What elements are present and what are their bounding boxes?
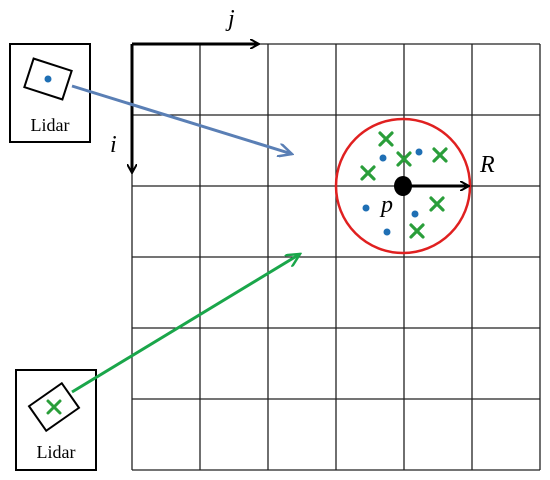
green-cross — [396, 151, 412, 167]
blue-projection-arrow — [71, 84, 292, 154]
blue-point — [379, 154, 387, 162]
blue-point — [362, 204, 370, 212]
green-crosses — [360, 131, 448, 239]
blue-points — [362, 148, 423, 236]
lidar-bottom-label: Lidar — [37, 442, 76, 462]
green-cross — [432, 147, 448, 163]
green-projection-arrow — [71, 254, 300, 394]
blue-point — [411, 210, 419, 218]
blue-point — [415, 148, 423, 156]
i-axis-label: i — [110, 132, 117, 158]
green-cross — [409, 223, 425, 239]
radius-r-label: R — [479, 152, 495, 178]
green-cross — [360, 165, 376, 181]
j-axis-label: j — [225, 6, 235, 32]
green-cross — [429, 196, 445, 212]
lidar-top-label: Lidar — [31, 115, 70, 135]
green-cross — [378, 131, 394, 147]
occupancy-grid — [131, 43, 541, 471]
search-radius-circle — [334, 117, 472, 255]
lidar-top: Lidar — [9, 43, 91, 143]
lidar-bottom-cross-icon — [46, 399, 62, 415]
blue-point — [383, 228, 391, 236]
point-p-label: p — [379, 192, 393, 218]
lidar-top-dot-icon — [44, 75, 52, 83]
